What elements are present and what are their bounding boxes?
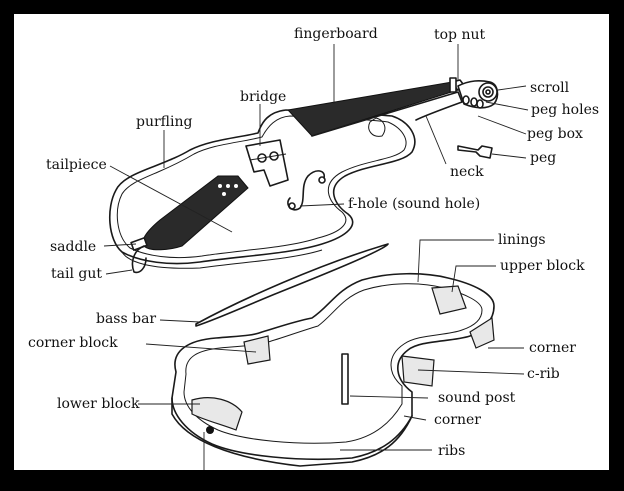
label-ribs: ribs xyxy=(438,443,465,459)
label-corner-right: corner xyxy=(529,340,576,356)
label-neck: neck xyxy=(450,164,484,180)
label-fingerboard: fingerboard xyxy=(294,26,378,42)
top-nut-part xyxy=(449,77,457,93)
label-peg-box: peg box xyxy=(527,126,583,142)
violin-ribs-assembly xyxy=(171,272,495,467)
bass-bar-part xyxy=(195,243,389,327)
label-scroll: scroll xyxy=(530,80,570,96)
label-saddle: saddle xyxy=(50,239,96,255)
label-tail-gut: tail gut xyxy=(51,266,102,282)
leader-lines xyxy=(103,44,529,470)
label-corner-block: corner block xyxy=(28,335,118,351)
upper-block-part xyxy=(431,285,467,315)
label-c-rib: c-rib xyxy=(527,366,560,382)
sound-post-part xyxy=(341,353,349,405)
label-bridge: bridge xyxy=(240,89,286,105)
label-tailpiece: tailpiece xyxy=(46,157,107,173)
label-linings: linings xyxy=(498,232,546,248)
label-purfling: purfling xyxy=(136,114,193,130)
saddle-and-tailgut xyxy=(130,237,148,274)
peg-part xyxy=(457,145,493,159)
label-top-nut: top nut xyxy=(434,27,486,43)
bridge-part xyxy=(245,139,289,187)
fingerboard-and-neck xyxy=(287,77,467,137)
label-bass-bar: bass bar xyxy=(96,311,156,327)
scroll-and-pegbox xyxy=(457,80,499,159)
label-upper-block: upper block xyxy=(500,258,585,274)
label-f-hole: f-hole (sound hole) xyxy=(348,196,480,212)
label-peg-holes: peg holes xyxy=(531,102,599,118)
label-peg: peg xyxy=(530,150,556,166)
label-lower-block: lower block xyxy=(57,396,140,412)
label-corner-lower: corner xyxy=(434,412,481,428)
corner-block-part xyxy=(243,335,271,365)
label-sound-post: sound post xyxy=(438,390,516,406)
lower-block-part xyxy=(191,397,243,431)
